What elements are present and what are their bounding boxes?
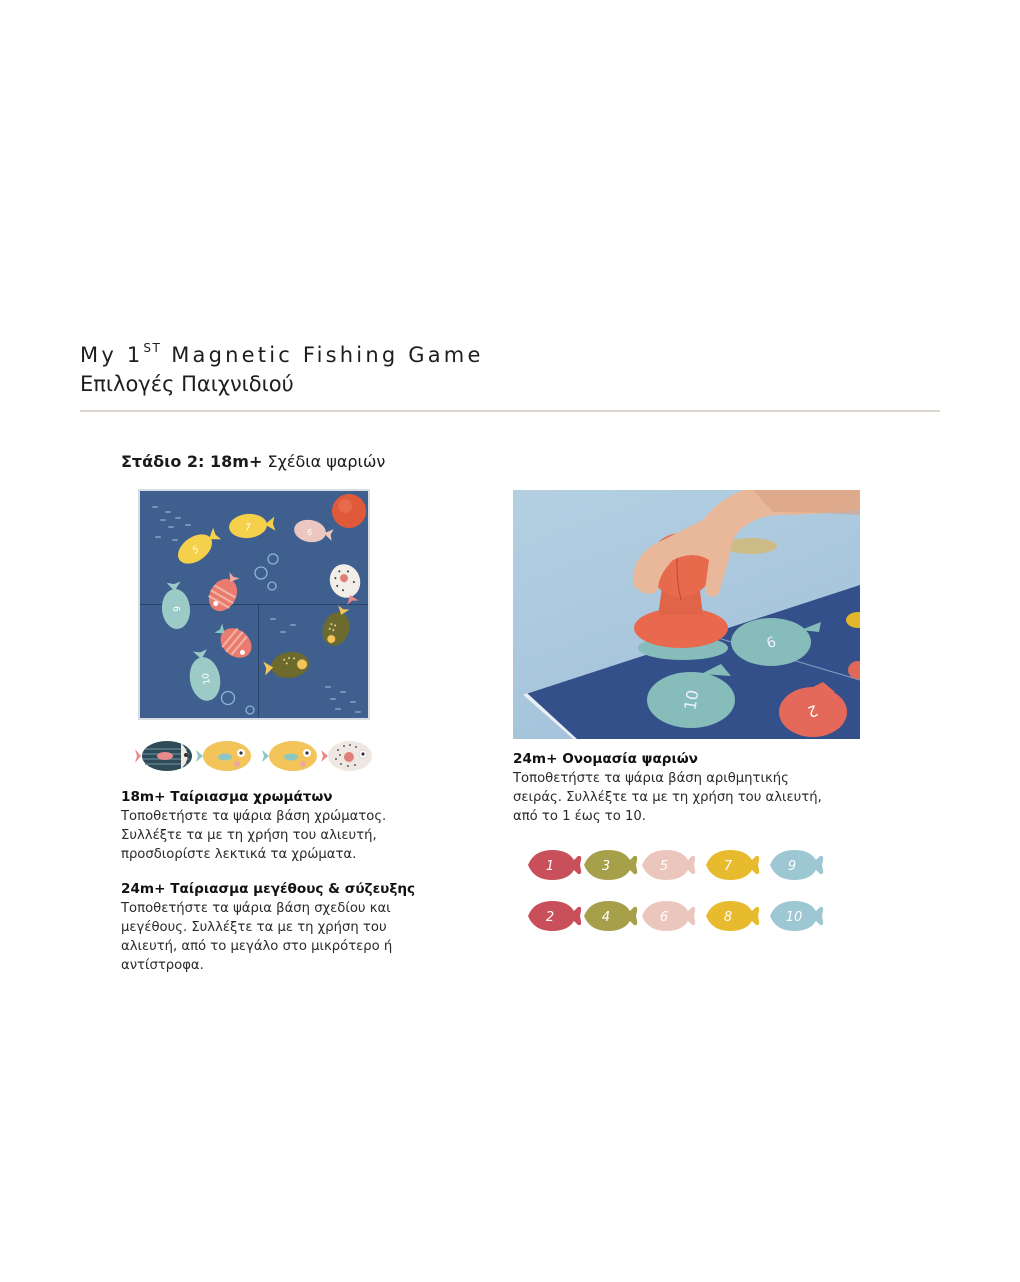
section-line: μεγέθους. Συλλέξτε τα με τη χρήση του xyxy=(121,920,387,935)
svg-text:3: 3 xyxy=(602,859,610,874)
section-line: σειράς. Συλλέξτε τα με τη χρήση του αλιε… xyxy=(513,790,822,805)
document-subtitle: Επιλογές Παιχνιδιού xyxy=(80,372,294,396)
numbered-fish-grid: 1 3 5 7 9 2 4 6 8 10 xyxy=(526,846,836,938)
svg-text:7: 7 xyxy=(724,859,733,874)
section-line: αλιευτή, από το μεγάλο στο μικρότερο ή xyxy=(121,939,393,954)
section-fish-naming: 24m+ Ονομασία ψαριών Τοποθετήστε τα ψάρι… xyxy=(513,750,873,826)
section-title: 24m+ Ονομασία ψαριών xyxy=(513,751,698,767)
section-size-matching: 24m+ Ταίριασμα μεγέθους & σύζευξης Τοποθ… xyxy=(121,880,461,975)
section-line: αντίστροφα. xyxy=(121,958,204,973)
fishing-board-image: 7 5 6 xyxy=(138,489,370,720)
section-line: Τοποθετήστε τα ψάρια βάση σχεδίου και xyxy=(121,901,391,916)
board-fold-vertical xyxy=(258,604,259,718)
section-title: 18m+ Ταίριασμα χρωμάτων xyxy=(121,789,333,805)
title-suffix: Magnetic Fishing Game xyxy=(161,343,484,367)
title-superscript: ST xyxy=(143,341,162,355)
title-prefix: My 1 xyxy=(80,343,144,367)
svg-text:4: 4 xyxy=(602,910,610,925)
header-divider xyxy=(80,410,940,412)
svg-text:9: 9 xyxy=(173,605,183,612)
pattern-fish-row xyxy=(135,737,375,775)
svg-text:10: 10 xyxy=(201,672,213,685)
section-line: από το 1 έως το 10. xyxy=(513,809,646,824)
svg-text:10: 10 xyxy=(680,688,702,711)
stage-heading: Στάδιο 2: 18m+ Σχέδια ψαριών xyxy=(121,452,385,471)
svg-text:1: 1 xyxy=(546,859,554,874)
child-playing-photo: 9 10 2 xyxy=(513,490,860,739)
numbered-fish-artwork: 1 3 5 7 9 2 4 6 8 10 xyxy=(528,850,824,931)
stage-label-rest: Σχέδια ψαριών xyxy=(262,452,386,471)
svg-text:2: 2 xyxy=(546,910,554,925)
section-line: Συλλέξτε τα με τη χρήση του αλιευτή, xyxy=(121,828,377,843)
section-line: Τοποθετήστε τα ψάρια βάση αριθμητικής xyxy=(513,771,789,786)
section-title: 24m+ Ταίριασμα μεγέθους & σύζευξης xyxy=(121,881,416,897)
svg-text:6: 6 xyxy=(660,910,668,925)
svg-text:7: 7 xyxy=(245,523,252,533)
document-title: My 1ST Magnetic Fishing Game xyxy=(80,341,484,367)
svg-text:5: 5 xyxy=(191,545,202,557)
board-artwork: 7 5 6 xyxy=(152,494,366,715)
pattern-fish-artwork xyxy=(135,741,372,771)
section-line: Τοποθετήστε τα ψάρια βάση χρώματος. xyxy=(121,809,387,824)
section-line: προσδιορίστε λεκτικά τα χρώματα. xyxy=(121,847,357,862)
svg-text:9: 9 xyxy=(788,859,796,874)
svg-text:8: 8 xyxy=(724,910,732,925)
stage-label-bold: Στάδιο 2: 18m+ xyxy=(121,452,263,471)
section-color-matching: 18m+ Ταίριασμα χρωμάτων Τοποθετήστε τα ψ… xyxy=(121,788,461,864)
svg-text:5: 5 xyxy=(660,859,668,874)
photo-artwork: 9 10 2 xyxy=(523,490,860,739)
board-fold-horizontal xyxy=(140,604,368,605)
svg-text:10: 10 xyxy=(786,910,803,925)
svg-text:6: 6 xyxy=(306,528,313,538)
